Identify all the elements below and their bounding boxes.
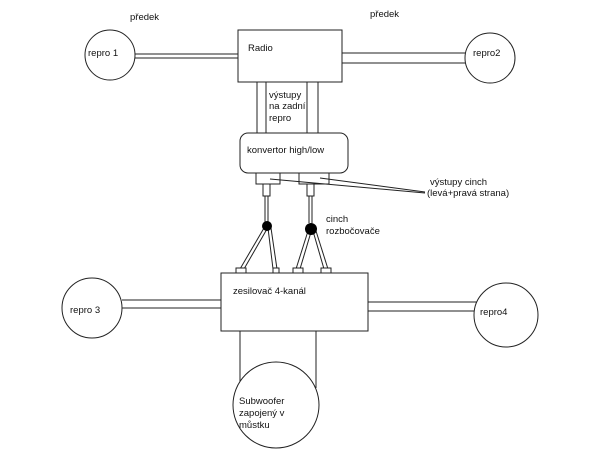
cable-to-splitter-right [308, 196, 313, 223]
speaker-3-label: repro 3 [70, 305, 100, 316]
label-front-left: předek [130, 12, 159, 23]
speaker-4-label: repro4 [480, 307, 507, 318]
pointer-cinch-outputs [269, 177, 426, 194]
label-cinch-outputs: výstupy cinch (levá+pravá strana) [427, 177, 509, 199]
cinch-output-left [255, 172, 281, 185]
speaker-2-label: repro2 [473, 48, 500, 59]
amplifier-unit: zesilovač 4-kanál [220, 272, 369, 332]
wire-amp-speaker3 [122, 299, 221, 309]
cable-to-splitter-left [264, 196, 269, 223]
split-cables-right [295, 230, 329, 270]
svg-text:zapojený v: zapojený v [239, 408, 285, 419]
svg-text:můstku: můstku [239, 420, 270, 431]
svg-text:výstupy cinch: výstupy cinch [430, 177, 487, 188]
svg-text:(levá+pravá strana): (levá+pravá strana) [427, 188, 509, 199]
converter-unit: konvertor high/low [239, 132, 349, 197]
speaker-2: repro2 [464, 32, 516, 84]
cinch-splitter-right [305, 223, 317, 235]
label-cinch-splitters: cinch rozbočovače [326, 214, 380, 237]
speaker-4: repro4 [473, 282, 539, 348]
svg-text:cinch: cinch [326, 214, 348, 225]
svg-text:rozbočovače: rozbočovače [326, 226, 380, 237]
radio-unit: Radio [237, 29, 343, 83]
subwoofer: Subwoofer zapojený v můstku [232, 361, 320, 449]
radio-label: Radio [248, 43, 273, 54]
split-cables-left [239, 227, 278, 270]
svg-text:na zadní: na zadní [269, 101, 306, 112]
wire-radio-speaker2 [342, 52, 466, 64]
svg-text:výstupy: výstupy [269, 90, 301, 101]
wire-amp-subwoofer [239, 331, 317, 388]
speaker-3: repro 3 [61, 277, 123, 339]
amp-input-plugs [235, 267, 332, 274]
label-rear-outputs: výstupy na zadní repro [269, 90, 306, 124]
converter-label: konvertor high/low [247, 145, 324, 156]
speaker-1: repro 1 [84, 29, 136, 81]
label-front-right: předek [370, 9, 399, 20]
speaker-1-label: repro 1 [88, 48, 118, 59]
wire-amp-speaker4 [368, 301, 477, 312]
wire-radio-converter [256, 82, 319, 133]
wire-radio-speaker1 [134, 53, 238, 59]
svg-text:Subwoofer: Subwoofer [239, 396, 284, 407]
amplifier-label: zesilovač 4-kanál [233, 286, 306, 297]
cinch-splitter-left [262, 221, 272, 231]
svg-text:repro: repro [269, 113, 291, 124]
